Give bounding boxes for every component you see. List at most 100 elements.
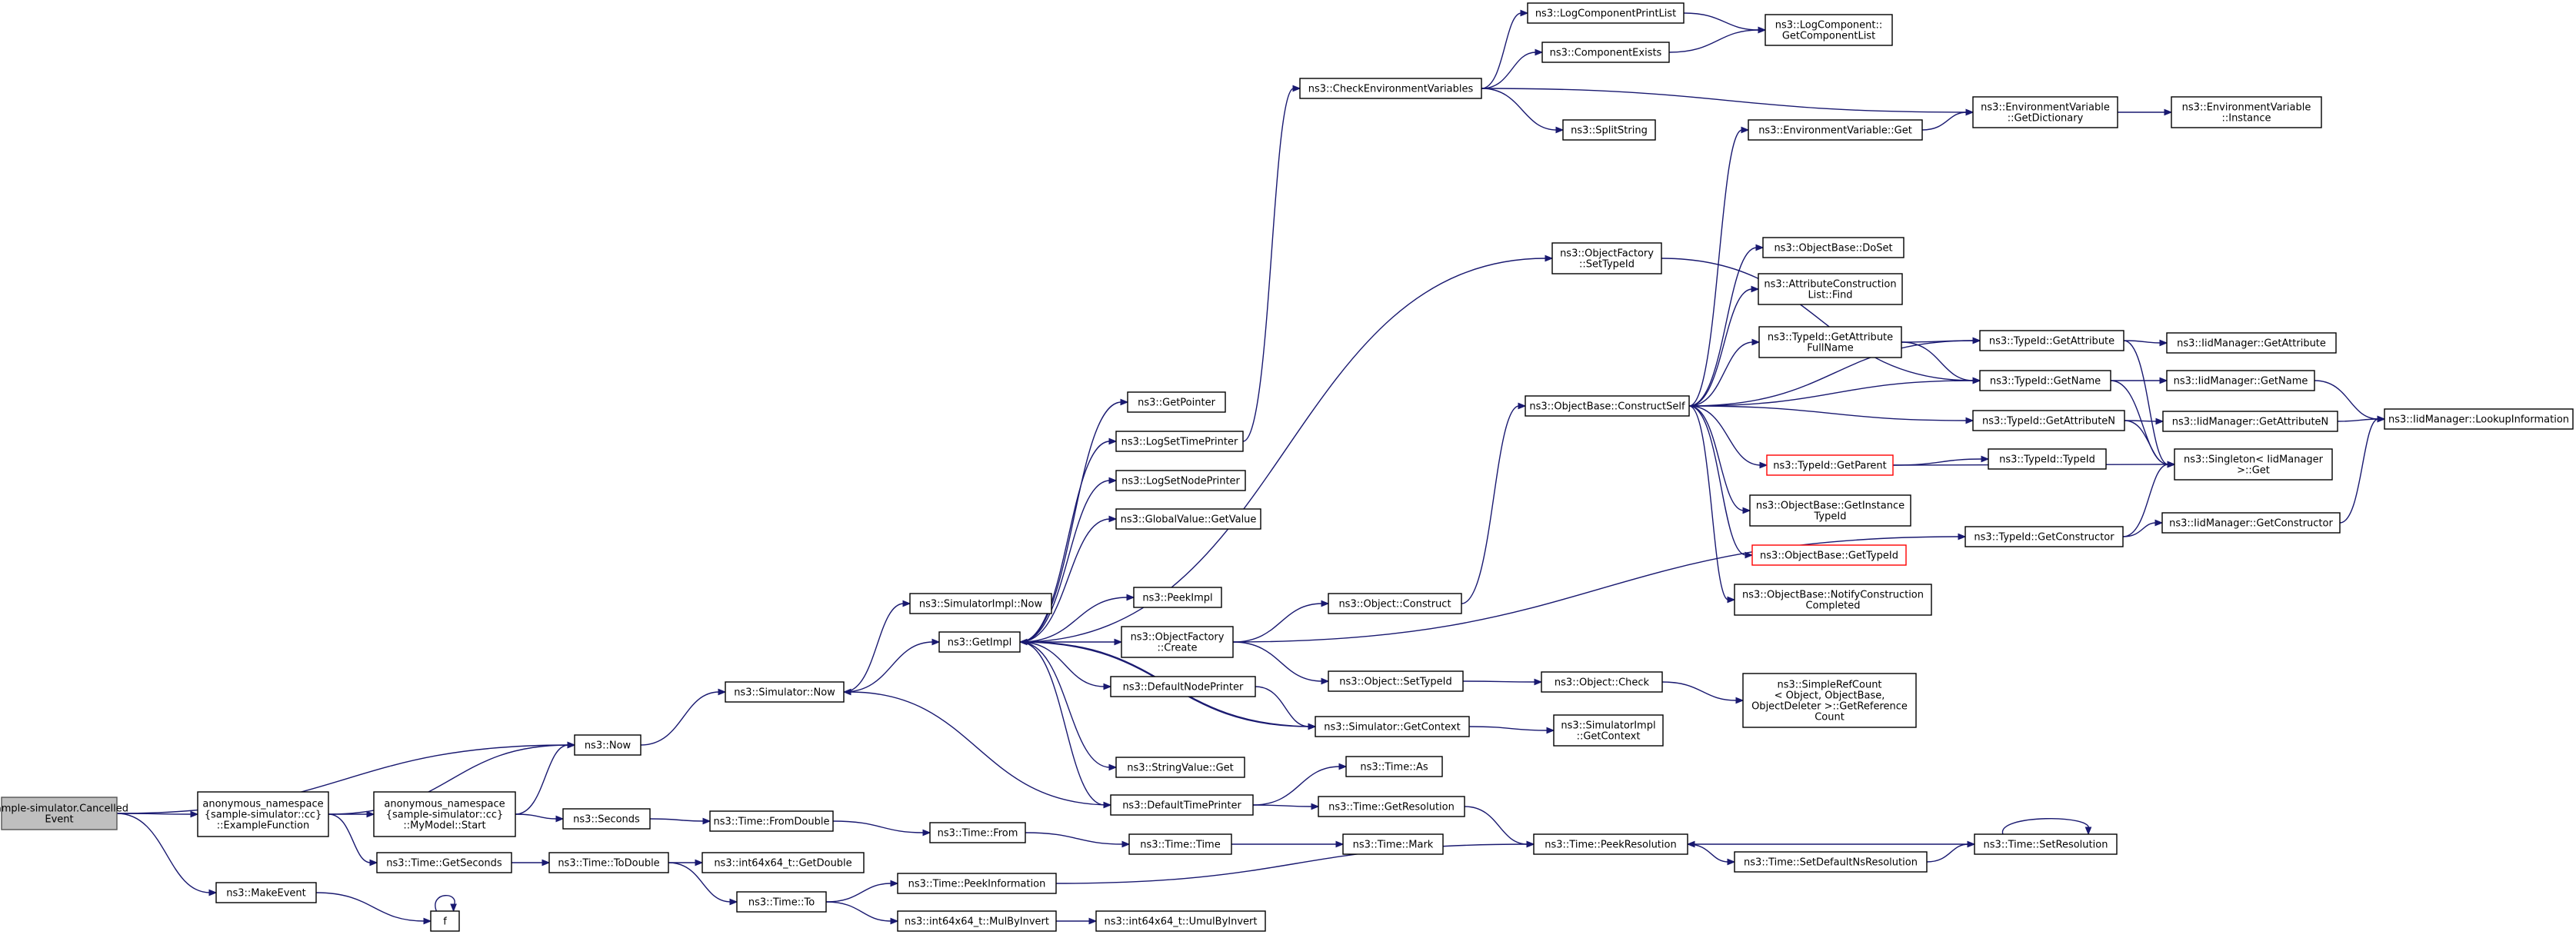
node-timemark[interactable]: ns3::Time::Mark — [1342, 833, 1444, 855]
node-todouble[interactable]: ns3::Time::ToDouble — [548, 852, 669, 873]
edge-arrowhead — [702, 817, 711, 825]
node-f[interactable]: f — [430, 910, 460, 932]
node-label: ns3::IidManager::GetAttribute — [2177, 338, 2326, 350]
node-simplerefcount[interactable]: ns3::SimpleRefCount< Object, ObjectBase,… — [1742, 673, 1917, 728]
edge-arrowhead — [2377, 415, 2386, 423]
node-simimplnow[interactable]: ns3::SimulatorImpl::Now — [909, 593, 1052, 614]
node-mulbyinvert[interactable]: ns3::int64x64_t::MulByInvert — [897, 910, 1057, 932]
node-objcheck[interactable]: ns3::Object::Check — [1541, 671, 1663, 693]
node-splitstring[interactable]: ns3::SplitString — [1562, 119, 1656, 141]
node-simgetcontext[interactable]: ns3::Simulator::GetContext — [1315, 716, 1470, 737]
node-compexists[interactable]: ns3::ComponentExists — [1541, 42, 1670, 63]
node-envinstance[interactable]: ns3::EnvironmentVariable::Instance — [2171, 96, 2322, 128]
node-box — [1751, 544, 1907, 566]
node-label: anonymous_namespace — [384, 799, 505, 810]
node-iidgetattribute[interactable]: ns3::IidManager::GetAttribute — [2166, 332, 2337, 354]
node-mymodel[interactable]: anonymous_namespace{sample-simulator::cc… — [373, 791, 516, 837]
node-timefrom[interactable]: ns3::Time::From — [929, 822, 1026, 843]
node-now[interactable]: ns3::Now — [574, 734, 642, 756]
node-iidgetname[interactable]: ns3::IidManager::GetName — [2166, 370, 2315, 391]
node-doset[interactable]: ns3::ObjectBase::DoSet — [1762, 237, 1905, 258]
node-label: ns3::TypeId::GetAttribute — [1989, 336, 2114, 348]
node-makeevent[interactable]: ns3::MakeEvent — [215, 882, 317, 903]
node-typeidgetattribute[interactable]: ns3::TypeId::GetAttribute — [1979, 330, 2124, 351]
node-getcomplist[interactable]: ns3::LogComponent::GetComponentList — [1765, 14, 1893, 46]
node-objconstruct[interactable]: ns3::Object::Construct — [1328, 593, 1462, 614]
node-iidgetattributen[interactable]: ns3::IidManager::GetAttributeN — [2162, 411, 2338, 432]
node-timetime[interactable]: ns3::Time::Time — [1128, 833, 1232, 855]
node-envgetdict[interactable]: ns3::EnvironmentVariable::GetDictionary — [1972, 96, 2118, 128]
node-seconds[interactable]: ns3::Seconds — [562, 808, 651, 830]
edge-line — [2124, 420, 2169, 465]
edge-line — [1481, 12, 1522, 89]
edge-objsettypeid-to-objcheck — [1462, 678, 1543, 686]
node-objbasegettypeid[interactable]: ns3::ObjectBase::GetTypeId — [1751, 544, 1907, 566]
node-setresolution[interactable]: ns3::Time::SetResolution — [1974, 833, 2118, 855]
edge-simnow-to-getimpl — [843, 638, 941, 693]
node-example[interactable]: anonymous_namespace{sample-simulator::cc… — [197, 791, 329, 837]
edge-line — [1025, 832, 1124, 845]
node-defaulttimeprinter[interactable]: ns3::DefaultTimePrinter — [1110, 794, 1254, 816]
node-objfactorycreate[interactable]: ns3::ObjectFactory::Create — [1121, 626, 1234, 658]
node-objfactorysettypeid[interactable]: ns3::ObjectFactory::SetTypeId — [1551, 242, 1662, 274]
node-label: ns3::int64x64_t::GetDouble — [714, 858, 851, 870]
node-peekresolution[interactable]: ns3::Time::PeekResolution — [1533, 833, 1688, 855]
node-timeas[interactable]: ns3::Time::As — [1345, 756, 1443, 777]
node-typeidtypeid[interactable]: ns3::TypeId::TypeId — [1988, 448, 2107, 470]
node-label: ns3::DefaultNodePrinter — [1123, 682, 1244, 694]
edge-peekinfo-to-peekresolution — [1055, 840, 1535, 884]
node-timegetresolution[interactable]: ns3::Time::GetResolution — [1318, 796, 1465, 817]
node-box — [1553, 714, 1664, 747]
node-typeidgetparent[interactable]: ns3::TypeId::GetParent — [1766, 454, 1894, 476]
node-logsettimeprinter[interactable]: ns3::LogSetTimePrinter — [1115, 431, 1244, 452]
edge-arrowhead — [1965, 108, 1974, 116]
node-setdefaultnsres[interactable]: ns3::Time::SetDefaultNsResolution — [1734, 851, 1928, 873]
edge-arrowhead — [1114, 638, 1123, 646]
node-globalvaluegetvalue[interactable]: ns3::GlobalValue::GetValue — [1115, 508, 1261, 530]
node-box — [1964, 526, 2124, 547]
node-typeidgetname[interactable]: ns3::TypeId::GetName — [1979, 370, 2111, 391]
node-iidgetconstructor[interactable]: ns3::IidManager::GetConstructor — [2161, 512, 2341, 534]
node-box — [1541, 671, 1663, 693]
node-label: ns3::LogComponentPrintList — [1535, 8, 1676, 20]
node-getpointer[interactable]: ns3::GetPointer — [1127, 391, 1226, 413]
node-logsetnodeprinter[interactable]: ns3::LogSetNodePrinter — [1115, 470, 1246, 491]
node-timeto[interactable]: ns3::Time::To — [736, 891, 827, 913]
edge-constructself-to-getinstancetypeid — [1688, 405, 1751, 514]
edge-setresolution-to-setresolution — [2002, 818, 2092, 836]
node-label: List::Find — [1808, 290, 1852, 301]
node-stringvalueget[interactable]: ns3::StringValue::Get — [1115, 757, 1245, 778]
edge-typeidgetconstructor-to-singletonget — [2122, 461, 2176, 537]
edge-line — [1892, 458, 1983, 466]
node-simnow[interactable]: ns3::Simulator::Now — [725, 681, 845, 703]
node-defaultnodeprinter[interactable]: ns3::DefaultNodePrinter — [1110, 676, 1256, 697]
node-iidlookupinfo[interactable]: ns3::IidManager::LookupInformation — [2384, 408, 2574, 430]
node-simimplgetcontext[interactable]: ns3::SimulatorImpl::GetContext — [1553, 714, 1664, 747]
node-checkenv[interactable]: ns3::CheckEnvironmentVariables — [1299, 78, 1482, 99]
node-typeidgetattributen[interactable]: ns3::TypeId::GetAttributeN — [1972, 410, 2125, 431]
node-fromdouble[interactable]: ns3::Time::FromDouble — [709, 810, 834, 832]
node-peekimpl[interactable]: ns3::PeekImpl — [1133, 587, 1222, 608]
node-timegetseconds[interactable]: ns3::Time::GetSeconds — [376, 852, 512, 873]
node-typeidgetconstructor[interactable]: ns3::TypeId::GetConstructor — [1964, 526, 2124, 547]
edge-example-to-mymodel — [328, 810, 375, 818]
node-objsettypeid[interactable]: ns3::Object::SetTypeId — [1328, 670, 1464, 692]
node-label: ns3::IidManager::GetName — [2174, 376, 2308, 388]
node-envget[interactable]: ns3::EnvironmentVariable::Get — [1748, 119, 1923, 141]
edge-makeevent-to-f — [315, 892, 432, 925]
node-singletonget[interactable]: ns3::Singleton< IidManager>::Get — [2174, 448, 2333, 481]
node-peekinfo[interactable]: ns3::Time::PeekInformation — [897, 873, 1057, 894]
node-notifyconstruction[interactable]: ns3::ObjectBase::NotifyConstructionCompl… — [1734, 584, 1932, 616]
node-umulbyinvert[interactable]: ns3::int64x64_t::UmulByInvert — [1095, 910, 1266, 932]
node-int64getdouble[interactable]: ns3::int64x64_t::GetDouble — [701, 852, 865, 873]
node-logcompprintlist[interactable]: ns3::LogComponentPrintList — [1527, 2, 1685, 24]
node-constructself[interactable]: ns3::ObjectBase::ConstructSelf — [1525, 395, 1690, 417]
node-getimpl[interactable]: ns3::GetImpl — [938, 631, 1021, 653]
edge-arrowhead — [1321, 600, 1330, 607]
edge-line — [1661, 258, 1974, 381]
edge-arrowhead — [423, 917, 432, 925]
